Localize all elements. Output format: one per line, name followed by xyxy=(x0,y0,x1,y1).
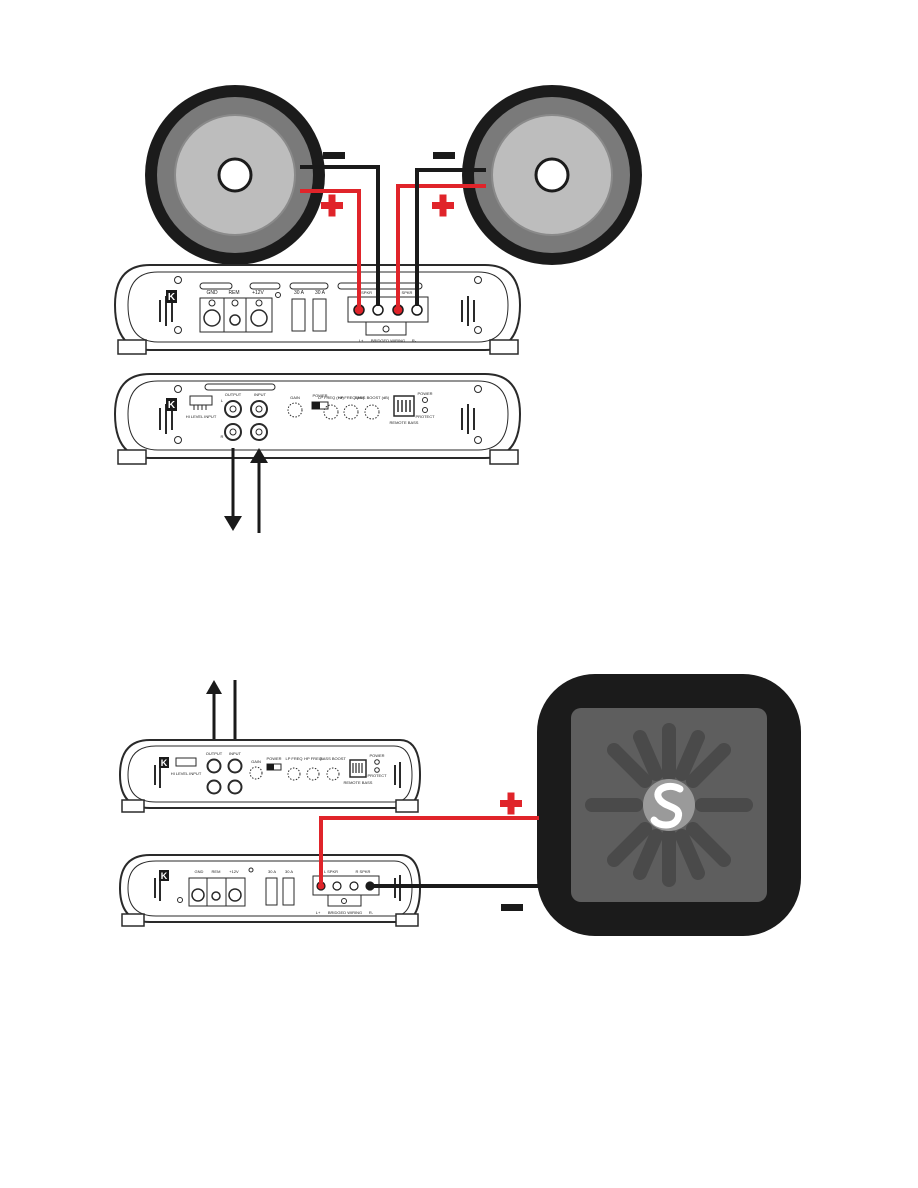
subwoofer-plus-sign xyxy=(500,792,522,815)
bottom-rem-label: REM xyxy=(212,869,221,874)
bottom-left-polarity-label: L+ xyxy=(316,910,321,915)
bottom-controls: GAIN POWER LP FREQ HP FREQ BASS BOOST RE… xyxy=(249,753,387,785)
power-switch-label: POWER xyxy=(312,393,327,398)
rem-label: REM xyxy=(228,290,239,296)
svg-text:K: K xyxy=(168,400,176,411)
top-bass-boost-knob: BASS BOOST (dB) xyxy=(355,395,390,420)
bottom-amp-power-panel: K GND REM +12V 30 A 30 A L SPKR R SPKR xyxy=(118,854,422,927)
top-signal-brand-logo: K xyxy=(166,398,177,411)
l-spkr-label: L SPKR xyxy=(358,290,372,295)
power-led-label: POWER xyxy=(417,391,432,396)
top-status-leds: POWER PROTECT xyxy=(415,391,435,419)
top-amp-power-panel: K GND REM +12V 30 A 30 A xyxy=(113,264,522,355)
left-positive-wire xyxy=(300,189,361,306)
bottom-remote-label: REMOTE BASS xyxy=(344,780,373,785)
rca-r-label: R xyxy=(221,434,224,439)
bottom-bridged-label: BRIDGED WIRING xyxy=(328,910,362,915)
bottom-r-spkr-label: R SPKR xyxy=(356,869,371,874)
bottom-rca-jacks: OUTPUT INPUT xyxy=(206,751,243,795)
left-speaker-plus-sign xyxy=(321,194,343,217)
right-negative-wire xyxy=(415,168,486,306)
svg-text:K: K xyxy=(161,758,168,768)
right-speaker-plus-sign xyxy=(432,194,454,217)
gnd-label: GND xyxy=(206,290,218,296)
subwoofer-logo xyxy=(643,779,695,831)
input-arrow-head xyxy=(250,448,268,463)
bottom-fuse-1-label: 30 A xyxy=(268,869,276,874)
right-positive-wire xyxy=(396,184,486,306)
hp-freq-label: HP FREQ (Hz) xyxy=(338,395,365,400)
left-speaker xyxy=(145,85,325,265)
right-polarity-label: R- xyxy=(412,338,417,343)
top-amp-brand-logo: K xyxy=(166,290,177,303)
top-amp-vents-right xyxy=(461,296,475,326)
bottom-gain-label: GAIN xyxy=(251,759,261,764)
bottom-right-polarity-label: R- xyxy=(369,910,374,915)
bottom-input-label: INPUT xyxy=(229,751,242,756)
output-arrow-head xyxy=(224,516,242,531)
bottom-protect-led-label: PROTECT xyxy=(367,773,387,778)
bridged-wiring-label: BRIDGED WIRING xyxy=(371,338,405,343)
bottom-power-label: POWER xyxy=(266,756,281,761)
bottom-fuse-2-label: 30 A xyxy=(285,869,293,874)
plus12v-label: +12V xyxy=(252,290,264,296)
fuse-1-label: 30 A xyxy=(294,290,305,296)
bottom-hi-level-input: HI LEVEL INPUT xyxy=(171,757,202,776)
hi-level-input-label: HI LEVEL INPUT xyxy=(186,414,217,419)
bottom-l-spkr-label: L SPKR xyxy=(324,869,338,874)
lp-freq-label: LP FREQ (Hz) xyxy=(318,395,344,400)
bottom-12v-label: +12V xyxy=(229,869,239,874)
bottom-speaker-terminals: L SPKR R SPKR L+ BRIDGED WIRING R- xyxy=(312,869,380,915)
top-hi-level-input: HI LEVEL INPUT xyxy=(186,395,217,419)
subwoofer-minus-sign xyxy=(501,904,523,911)
bottom-lp-label: LP FREQ xyxy=(285,756,302,761)
bottom-output-arrow-head xyxy=(206,680,222,694)
bottom-signal-brand-logo: K xyxy=(159,757,169,768)
svg-text:K: K xyxy=(161,871,168,881)
top-rca-signal-arrows xyxy=(224,448,268,533)
remote-bass-label: REMOTE BASS xyxy=(390,420,419,425)
subwoofer-positive-wire xyxy=(319,816,539,883)
gain-label: GAIN xyxy=(290,395,300,400)
top-amp-power-terminals: GND REM +12V xyxy=(199,282,281,333)
right-speaker xyxy=(462,85,642,265)
right-speaker-minus-sign xyxy=(433,152,455,159)
subwoofer xyxy=(537,674,801,936)
top-amp-signal-panel: K HI LEVEL INPUT OUTPUT INPUT L R GAIN xyxy=(113,373,522,465)
input-label: INPUT xyxy=(254,392,267,397)
left-speaker-minus-sign xyxy=(323,152,345,159)
output-label: OUTPUT xyxy=(225,392,242,397)
top-remote-bass-port: REMOTE BASS xyxy=(390,395,419,425)
bottom-bass-boost-label: BASS BOOST xyxy=(320,756,346,761)
bottom-hp-label: HP FREQ xyxy=(304,756,322,761)
bottom-gnd-label: GND xyxy=(195,869,204,874)
bass-boost-label: BASS BOOST (dB) xyxy=(355,395,390,400)
bottom-power-led-label: POWER xyxy=(369,753,384,758)
bottom-amp-signal-panel: K HI LEVEL INPUT OUTPUT INPUT GAIN POWER… xyxy=(118,739,422,813)
top-amp-fuses: 30 A 30 A xyxy=(289,282,329,332)
bottom-power-brand-logo: K xyxy=(159,870,169,881)
bottom-fuses: 30 A 30 A xyxy=(265,869,295,906)
top-rca-jacks: OUTPUT INPUT L R xyxy=(204,383,276,441)
top-power-switch: POWER xyxy=(311,393,329,410)
fuse-2-label: 30 A xyxy=(315,290,326,296)
subwoofer-starburst xyxy=(585,723,753,887)
top-gain-knob: GAIN xyxy=(287,395,303,418)
bottom-hi-level-label: HI LEVEL INPUT xyxy=(171,771,202,776)
top-lp-freq-knob: LP FREQ (Hz) xyxy=(318,395,345,420)
left-negative-wire xyxy=(300,165,380,306)
protect-led-label: PROTECT xyxy=(415,414,435,419)
left-polarity-label: L+ xyxy=(359,338,364,343)
rca-l-label: L xyxy=(221,398,224,403)
subwoofer-wires xyxy=(319,816,539,888)
bottom-output-label: OUTPUT xyxy=(206,751,223,756)
top-hp-freq-knob: HP FREQ (Hz) xyxy=(338,395,365,420)
bottom-power-terminals: GND REM +12V xyxy=(177,867,254,907)
top-speaker-wires xyxy=(300,165,486,306)
svg-text:K: K xyxy=(168,292,176,303)
r-spkr-label: R SPKR xyxy=(398,290,413,295)
